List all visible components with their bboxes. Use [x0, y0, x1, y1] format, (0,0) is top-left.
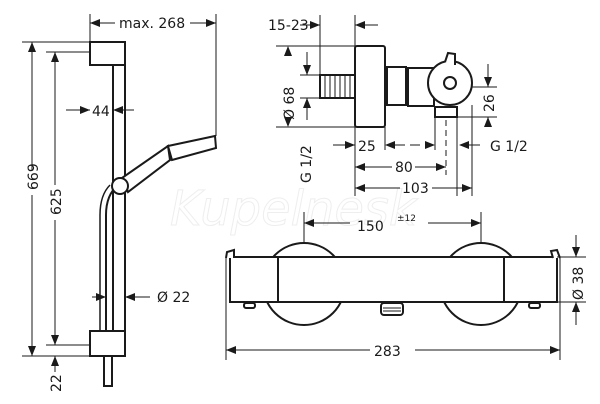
hose-connector — [103, 355, 113, 387]
thread-left-label: G 1/2 — [299, 145, 315, 183]
slider-holder — [111, 177, 129, 195]
dim-depth-80: 80 — [395, 160, 413, 176]
wall-flange — [354, 45, 386, 128]
dim-wall-range: 15-23 — [268, 18, 309, 34]
shower-rail-drawing: max. 268 669 625 22 44 Ø 22 — [22, 14, 218, 392]
union-nut — [386, 66, 407, 106]
dim-flange-diameter: Ø 68 — [282, 87, 298, 120]
rail-top-bracket — [89, 41, 126, 66]
dim-height-26: 26 — [482, 94, 498, 112]
dim-total-height: 669 — [26, 163, 42, 190]
valve-knob — [444, 51, 456, 65]
outlet-spout — [380, 302, 404, 316]
dim-depth: 44 — [92, 104, 110, 120]
hand-shower-handle — [120, 144, 172, 194]
hand-shower-head — [166, 134, 218, 162]
rail-bottom-bracket — [89, 330, 126, 357]
thermostat-side-view: 15-23 Ø 68 G 1/2 26 25 G 1/2 80 103 — [268, 15, 528, 197]
dim-total-width: 283 — [374, 344, 401, 360]
thread-right-label: G 1/2 — [490, 139, 528, 155]
outlet-connector — [434, 106, 458, 118]
dim-rail-diameter: Ø 22 — [157, 290, 190, 306]
right-knob-tip — [549, 248, 561, 259]
thermostat-front-view: 150 ±12 283 Ø 38 — [225, 212, 587, 360]
dim-spacing: 150 — [357, 219, 384, 235]
watermark: Kupelnesk — [170, 181, 419, 237]
thread-connector — [319, 74, 356, 99]
dim-depth-103: 103 — [402, 181, 429, 197]
dim-depth-25: 25 — [358, 139, 376, 155]
dim-hole-height: 625 — [49, 188, 65, 215]
dim-tolerance: ±12 — [397, 214, 416, 224]
dim-bottom-offset: 22 — [49, 374, 65, 392]
left-knob-tip — [225, 248, 235, 259]
dim-max-width: max. 268 — [119, 16, 185, 32]
dim-body-diameter: Ø 38 — [571, 267, 587, 300]
